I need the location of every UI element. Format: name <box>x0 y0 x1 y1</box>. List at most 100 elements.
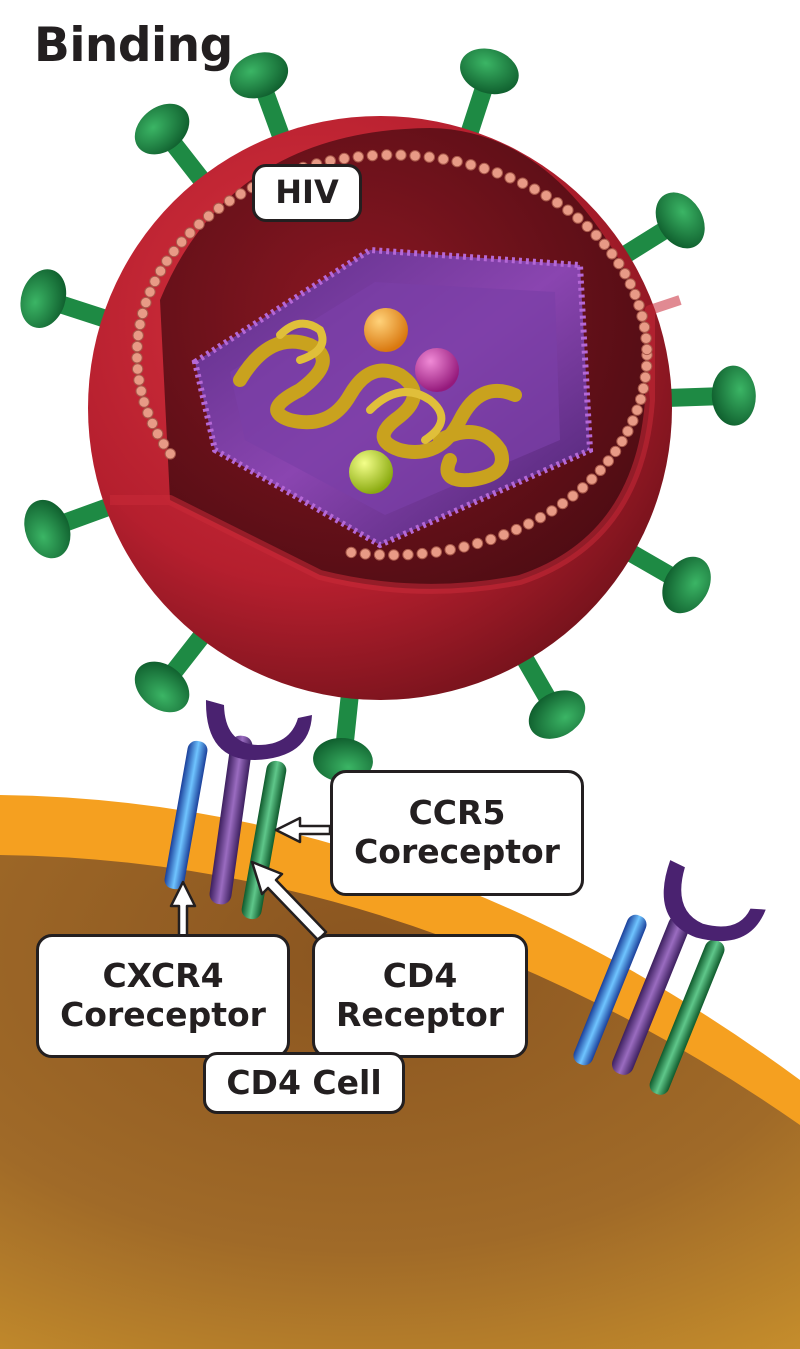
matrix-bead <box>168 245 180 258</box>
spike-head <box>229 52 289 99</box>
matrix-bead <box>609 445 622 458</box>
matrix-bead <box>546 505 558 517</box>
matrix-bead <box>528 183 541 195</box>
matrix-bead <box>138 396 150 408</box>
matrix-bead <box>366 149 379 162</box>
matrix-bead <box>504 172 516 184</box>
matrix-bead <box>516 177 529 189</box>
matrix-bead <box>478 162 490 175</box>
matrix-bead <box>534 511 547 524</box>
spike-head <box>134 103 190 155</box>
cd4-receptor-stalk-2 <box>611 915 691 1075</box>
cd4-receptor-cup-2 <box>663 860 766 941</box>
matrix-bead <box>151 428 164 440</box>
cxcr4-label-line2: Coreceptor <box>60 995 266 1034</box>
matrix-bead <box>633 299 645 311</box>
matrix-bead <box>388 549 400 561</box>
matrix-bead <box>572 212 584 224</box>
ccr5-label-line1: CCR5 <box>408 793 506 833</box>
spike-head <box>662 556 711 614</box>
spike-head <box>460 48 519 95</box>
matrix-bead <box>154 265 167 277</box>
matrix-bead <box>616 435 628 448</box>
matrix-bead <box>465 159 477 171</box>
matrix-bead <box>641 343 653 356</box>
matrix-bead <box>624 278 637 290</box>
cxcr4-coreceptor-label: CXCR4 Coreceptor <box>36 934 290 1058</box>
matrix-bead <box>352 151 364 163</box>
matrix-bead <box>622 425 634 437</box>
matrix-bead <box>142 407 154 419</box>
matrix-bead <box>598 238 611 251</box>
cd4-cell-label: CD4 Cell <box>203 1052 405 1114</box>
matrix-bead <box>619 268 631 280</box>
matrix-bead <box>140 296 152 309</box>
matrix-bead <box>602 455 614 467</box>
matrix-bead <box>491 167 503 179</box>
matrix-bead <box>131 352 143 364</box>
matrix-bead <box>594 464 607 476</box>
pointer-arrows <box>169 816 332 942</box>
matrix-bead <box>402 548 414 561</box>
enzyme-orange <box>364 308 408 352</box>
matrix-bead <box>437 153 449 165</box>
hiv-label-text: HIV <box>275 173 339 212</box>
hiv-label: HIV <box>252 164 362 222</box>
arrow-cxcr4 <box>169 880 197 938</box>
matrix-bead <box>577 482 589 494</box>
ccr5-coreceptor-2 <box>649 939 725 1095</box>
matrix-bead <box>184 227 196 239</box>
matrix-bead <box>606 248 618 260</box>
matrix-bead <box>639 371 652 383</box>
matrix-bead <box>551 197 563 209</box>
matrix-bead <box>146 417 159 430</box>
ccr5-coreceptor-label: CCR5 Coreceptor <box>330 770 584 896</box>
matrix-bead <box>485 533 497 546</box>
spike-head <box>24 499 71 559</box>
cxcr4-coreceptor <box>164 740 208 890</box>
cd4-receptor-cup <box>205 700 312 760</box>
matrix-bead <box>627 415 639 427</box>
ccr5-coreceptor <box>241 760 287 920</box>
cutaway-edge <box>110 295 682 594</box>
matrix-bead <box>193 218 205 231</box>
matrix-bead <box>373 549 386 561</box>
arrow-ccr5 <box>274 816 332 844</box>
matrix-bead <box>444 544 456 556</box>
matrix-bead <box>381 149 393 161</box>
matrix-bead <box>540 190 552 202</box>
matrix-bead <box>131 340 143 353</box>
matrix-bead <box>640 332 652 344</box>
spike-head <box>655 192 705 249</box>
receptor-cluster-free <box>573 860 766 1095</box>
cd4-receptor-stalk <box>209 735 253 905</box>
matrix-bead <box>132 329 144 342</box>
matrix-bead <box>522 518 535 530</box>
ccr5-label-line2: Coreceptor <box>354 832 560 871</box>
matrix-bead <box>235 188 247 200</box>
matrix-bead <box>471 537 484 550</box>
matrix-bead <box>161 255 173 267</box>
matrix-bead <box>223 195 236 207</box>
matrix-bead <box>345 546 357 559</box>
matrix-bead <box>629 288 641 301</box>
matrix-bead <box>134 318 146 331</box>
spike-head <box>528 690 586 739</box>
matrix-bead <box>213 202 225 215</box>
matrix-bead <box>395 149 407 161</box>
matrix-bead <box>458 541 470 553</box>
matrix-bead <box>637 382 650 395</box>
viral-rna <box>233 319 522 488</box>
hiv-virion <box>88 116 682 700</box>
matrix-bead <box>149 275 161 288</box>
cd4-label-line1: CD4 <box>382 956 458 996</box>
matrix-bead <box>635 393 647 405</box>
matrix-bead <box>409 150 421 162</box>
matrix-bead <box>416 547 428 560</box>
matrix-bead <box>636 310 648 322</box>
spike-head <box>711 365 756 426</box>
matrix-bead <box>638 321 651 333</box>
cd4-cell-label-text: CD4 Cell <box>226 1062 382 1102</box>
